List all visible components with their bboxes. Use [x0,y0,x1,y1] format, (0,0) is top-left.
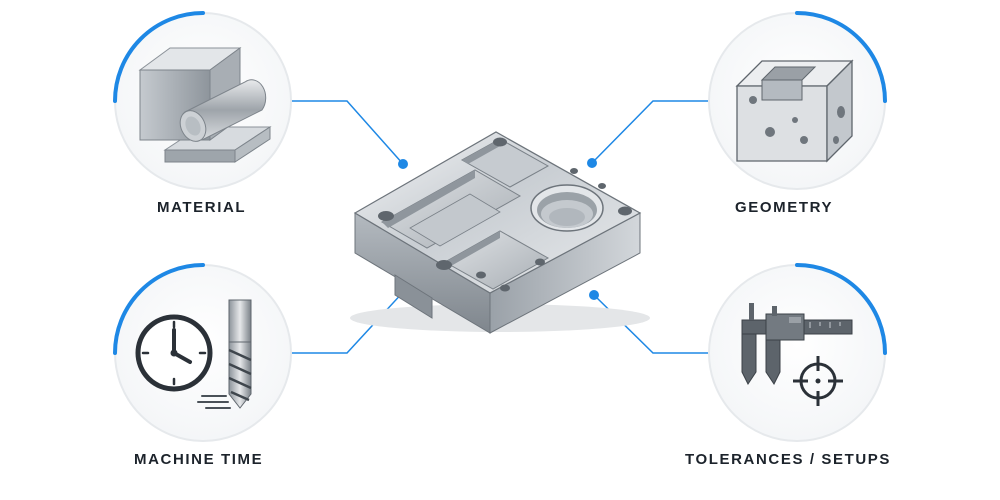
connector-geometry [591,100,710,164]
clock-icon [135,314,213,392]
dot-tolerances [589,290,599,300]
label-machine-time: MACHINE TIME [134,451,264,468]
motion-lines-icon [197,395,231,409]
endmill-icon [228,299,252,409]
label-geometry: GEOMETRY [735,199,834,216]
caliper-crosshair-icon [741,303,853,406]
metal-stock-icon [138,47,272,163]
crosshair-icon [793,356,843,406]
dot-geometry [587,158,597,168]
connector-material [290,100,404,165]
machined-part-icon [350,131,650,334]
label-material: MATERIAL [157,199,247,216]
circle-tolerances [708,263,887,442]
pocketed-cube-icon [735,59,854,163]
clock-endmill-icon [135,299,252,409]
dot-material [398,159,408,169]
label-tolerances-setups: TOLERANCES / SETUPS [685,451,891,468]
caliper-icon [741,303,853,385]
